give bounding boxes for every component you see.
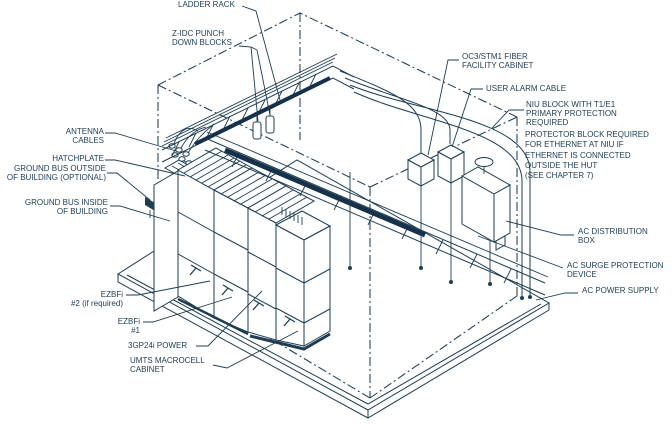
label-ezbfi-2: EZBFi #2 (if required) <box>70 290 123 308</box>
label-ac-surge-device: AC SURGE PROTECTION DEVICE <box>567 261 664 279</box>
label-ac-power-supply: AC POWER SUPPLY <box>582 286 659 295</box>
label-hatchplate: HATCHPLATE <box>52 154 104 163</box>
ground-bus-outside-bar <box>145 197 155 218</box>
label-protector-block: PROTECTOR BLOCK REQUIRED FOR ETHERNET AT… <box>525 130 649 181</box>
label-umts-macrocell-cabinet: UMTS MACROCELL CABINET <box>130 356 205 374</box>
label-antenna-cables: ANTENNA CABLES <box>65 127 104 145</box>
overhead-cables <box>339 70 532 300</box>
label-ladder-rack: LADDER RACK <box>178 0 235 9</box>
label-zidc-punch-down-blocks: Z-IDC PUNCH DOWN BLOCKS <box>172 29 233 47</box>
label-niu-block: NIU BLOCK WITH T1/E1 PRIMARY PROTECTION … <box>526 100 617 127</box>
label-3gp24i-power: 3GP24i POWER <box>128 341 188 350</box>
ac-distribution-box-shape <box>460 166 512 286</box>
leader-lines <box>105 5 578 369</box>
label-oc3-fiber-cabinet: OC3/STM1 FIBER FACILITY CABINET <box>462 52 534 70</box>
label-ac-distribution-box: AC DISTRIBUTION BOX <box>578 227 648 245</box>
label-ground-bus-outside: GROUND BUS OUTSIDE OF BUILDING (OPTIONAL… <box>6 164 106 182</box>
equipment-cabinets <box>153 147 332 351</box>
fiber-cabinet-box <box>406 152 436 270</box>
ac-surge-device-shape <box>474 157 494 174</box>
label-ground-bus-inside: GROUND BUS INSIDE OF BUILDING <box>24 198 108 216</box>
ladder-rack-lower <box>204 131 549 296</box>
label-ezbfi-1: EZBFi #1 <box>117 317 140 335</box>
label-user-alarm-cable: USER ALARM CABLE <box>486 84 567 93</box>
ladder-rack-upper <box>161 53 355 163</box>
niu-block-box <box>436 144 466 284</box>
